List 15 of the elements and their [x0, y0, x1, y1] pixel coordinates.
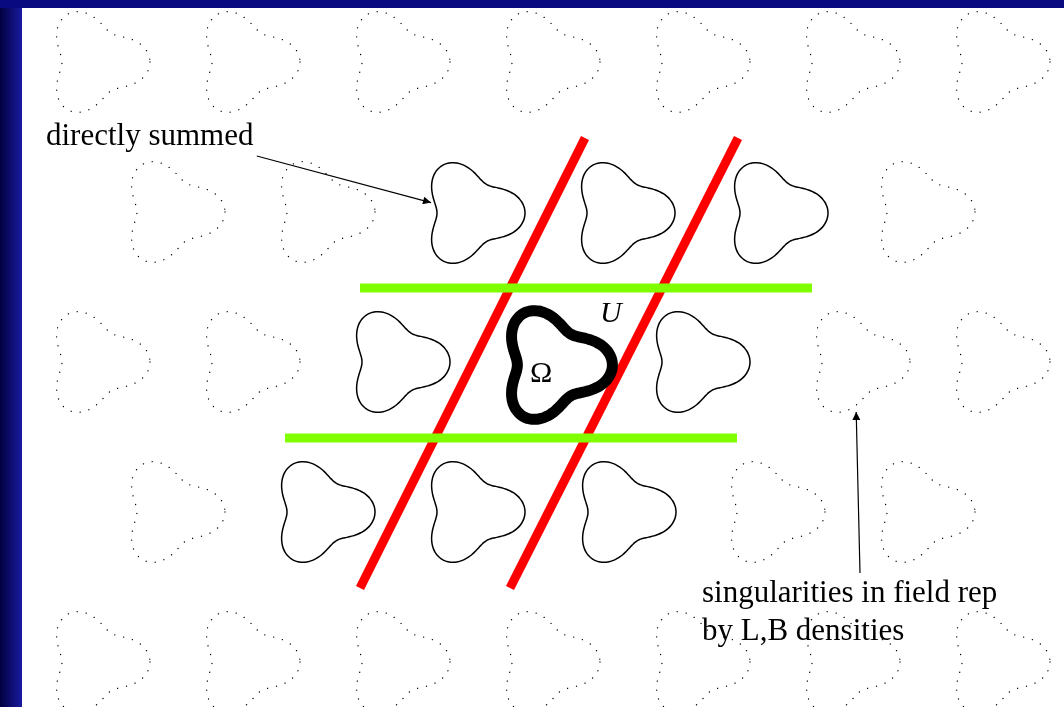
- trefoil-shape: [734, 163, 828, 263]
- trefoil-shape: [281, 462, 375, 562]
- leader-arrow: [256, 155, 432, 205]
- trefoil-shape: [581, 163, 675, 263]
- trefoil-shape: [582, 462, 676, 562]
- leader-arrow: [852, 411, 861, 574]
- trefoil-shape: [431, 462, 525, 562]
- callout-text: directly summed: [46, 116, 318, 156]
- dotted-trefoil-shape: [816, 312, 910, 412]
- symbol-label: Ω: [530, 357, 553, 387]
- callout-text: singularities in field rep by L,B densities: [702, 573, 1020, 657]
- trefoil-shape: [431, 163, 525, 263]
- symbol-label: U: [600, 297, 622, 327]
- trefoil-shape: [356, 312, 450, 412]
- trefoil-shape: [656, 312, 750, 412]
